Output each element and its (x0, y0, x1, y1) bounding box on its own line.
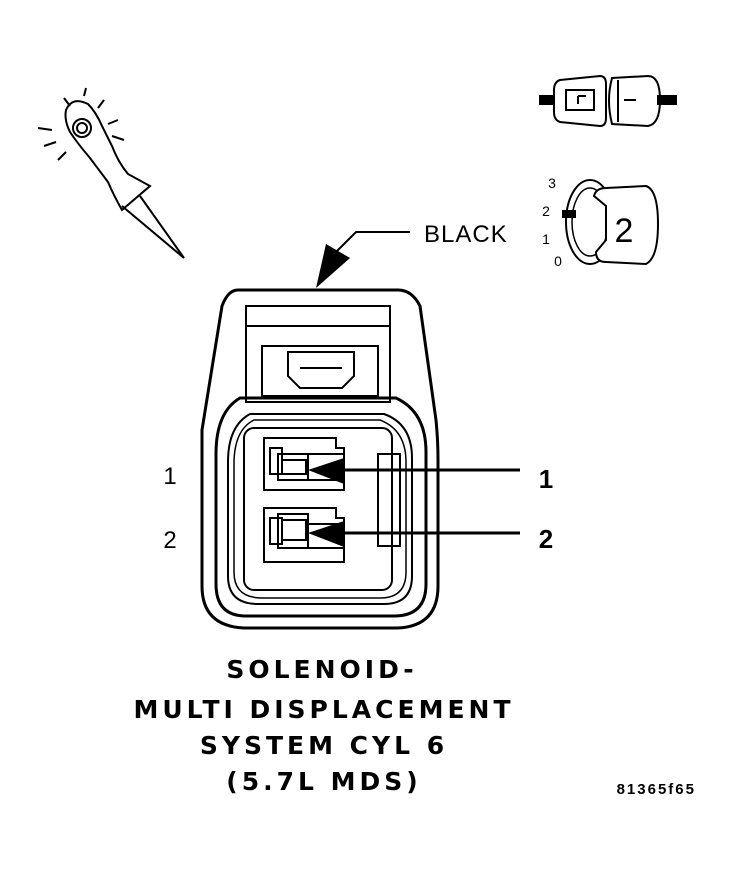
pin-count-badge-icon: 2 3 2 1 0 (542, 175, 660, 269)
callout-arrow-2 (308, 521, 520, 547)
pin-scale-3: 3 (548, 175, 556, 191)
caption-line-2: MULTI DISPLACEMENT (133, 695, 514, 724)
pin-scale-0: 0 (554, 253, 562, 269)
pin-count-value: 2 (615, 212, 634, 250)
caption-line-3: SYSTEM CYL 6 (200, 731, 448, 760)
caption-line-4: (5.7L MDS) (226, 767, 421, 796)
connector-color-label: BLACK (424, 221, 508, 248)
caption-line-1: SOLENOID- (226, 655, 417, 684)
callout-label-2: 2 (539, 524, 553, 554)
probe-tool-icon (37, 87, 185, 259)
pin-scale-1: 1 (542, 231, 550, 247)
callout-label-1: 1 (539, 464, 553, 494)
cavity-label-2: 2 (163, 527, 176, 554)
pin-scale-2: 2 (542, 203, 550, 219)
inline-connector-icon (539, 74, 677, 128)
component-caption: SOLENOID- MULTI DISPLACEMENT SYSTEM CYL … (133, 655, 514, 796)
cavity-label-1: 1 (163, 463, 176, 490)
callout-arrow-1 (308, 458, 520, 484)
connector-body (200, 288, 440, 630)
figure-number: 81365f65 (617, 781, 696, 798)
color-leader: BLACK (316, 221, 508, 288)
